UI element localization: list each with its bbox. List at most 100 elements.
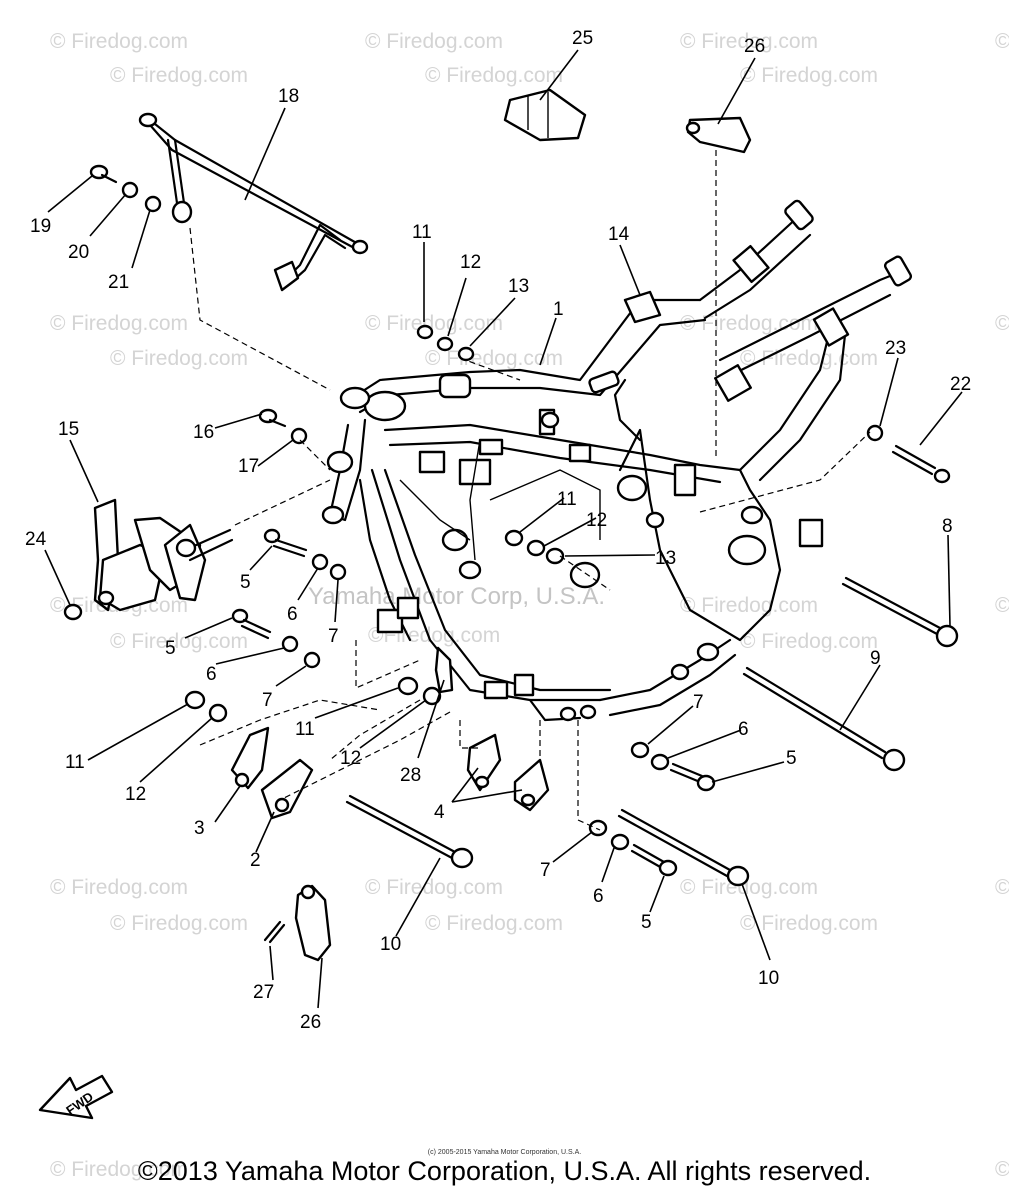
- callout-12: 12: [125, 784, 146, 805]
- callout-13: 13: [508, 276, 529, 297]
- callout-6: 6: [287, 604, 298, 625]
- frame-part-1: [321, 199, 913, 722]
- fwd-arrow-icon: FWD: [38, 1074, 114, 1120]
- watermark: © Firedog.com: [995, 30, 1009, 53]
- watermark: © Firedog.com: [680, 30, 818, 53]
- watermark: © Firedog.com: [425, 912, 563, 935]
- part-4-brackets: [466, 733, 550, 812]
- callout-1: 1: [553, 299, 564, 320]
- watermark: © Firedog.com: [740, 912, 878, 935]
- callout-7: 7: [262, 690, 273, 711]
- callout-10: 10: [380, 934, 401, 955]
- part-14-clamp: [623, 290, 662, 324]
- part-18-bracket: [138, 112, 369, 292]
- callout-5: 5: [641, 912, 652, 933]
- washers-top: [416, 324, 565, 565]
- fasteners-left: [231, 528, 347, 669]
- part-8-9-bolts: [742, 576, 959, 772]
- callout-9: 9: [870, 648, 881, 669]
- part-22-23: [866, 424, 951, 484]
- watermark: © Firedog.com: [365, 876, 503, 899]
- callout-labels: 25 26 18 19 20 21 11 12 13 14 1 23 22 15…: [25, 28, 971, 1033]
- part-10-bolts: [345, 794, 750, 887]
- watermark-layer: © Firedog.com © Firedog.com © Firedog.co…: [50, 30, 1009, 1181]
- callout-10: 10: [758, 968, 779, 989]
- watermark: © Firedog.com: [680, 594, 818, 617]
- watermark: © Firedog.com: [110, 347, 248, 370]
- part-25-emblem: [503, 88, 587, 142]
- callout-17: 17: [238, 456, 259, 477]
- part-26-cover: [685, 116, 752, 154]
- copyright-text: ©2013 Yamaha Motor Corporation, U.S.A. A…: [137, 1156, 872, 1186]
- callout-26: 26: [300, 1012, 321, 1033]
- callout-21: 21: [108, 272, 129, 293]
- watermark: © Firedog.com: [110, 630, 248, 653]
- callout-8: 8: [942, 516, 953, 537]
- watermark: © Firedog.com: [680, 312, 818, 335]
- callout-11: 11: [295, 719, 315, 740]
- callout-25: 25: [572, 28, 593, 49]
- part-2-bracket: [260, 758, 314, 820]
- watermark: © Firedog.com: [680, 876, 818, 899]
- callout-7: 7: [540, 860, 551, 881]
- part-27-screw: [263, 920, 286, 944]
- callout-5: 5: [786, 748, 797, 769]
- watermark: © Firedog.com: [740, 347, 878, 370]
- watermark: © Firedog.com: [995, 594, 1009, 617]
- callout-3: 3: [194, 818, 205, 839]
- fasteners-right: [588, 741, 716, 877]
- part-3-bracket: [230, 726, 270, 790]
- watermark: © Firedog.com: [50, 312, 188, 335]
- part-19-20-21: [89, 164, 162, 213]
- part-28-bracket: [434, 646, 454, 694]
- callout-11: 11: [557, 489, 577, 510]
- part-24-plug: [63, 603, 83, 621]
- callout-24: 24: [25, 529, 47, 550]
- callout-6: 6: [738, 719, 749, 740]
- callout-2: 2: [250, 850, 261, 871]
- callout-23: 23: [885, 338, 906, 359]
- callout-5: 5: [165, 638, 176, 659]
- watermark: © Firedog.com: [110, 912, 248, 935]
- callout-12: 12: [586, 510, 607, 531]
- callout-14: 14: [608, 224, 630, 245]
- watermark: © Firedog.com: [740, 64, 878, 87]
- callout-6: 6: [593, 886, 604, 907]
- callout-15: 15: [58, 419, 79, 440]
- callout-12: 12: [460, 252, 481, 273]
- watermark: © Firedog.com: [995, 876, 1009, 899]
- watermark: © Firedog.com: [740, 630, 878, 653]
- watermark: © Firedog.com: [425, 64, 563, 87]
- part-15-assembly: [93, 498, 234, 612]
- watermark: © Firedog.com: [365, 312, 503, 335]
- watermark-center: Yamaha Motor Corp, U.S.A.: [308, 583, 605, 610]
- callout-27: 27: [253, 982, 274, 1003]
- part-26-lower-cover: [294, 884, 332, 962]
- callout-11: 11: [412, 222, 432, 243]
- reference-lines: [189, 150, 871, 831]
- callout-18: 18: [278, 86, 299, 107]
- watermark: © Firedog.com: [995, 1158, 1009, 1181]
- watermark: © Firedog.com: [50, 876, 188, 899]
- leader-lines: [44, 49, 963, 1009]
- callout-12: 12: [340, 748, 361, 769]
- callout-6: 6: [206, 664, 217, 685]
- callout-13: 13: [655, 548, 676, 569]
- watermark: © Firedog.com: [995, 312, 1009, 335]
- callout-5: 5: [240, 572, 251, 593]
- watermark: © Firedog.com: [365, 30, 503, 53]
- callout-11: 11: [65, 752, 85, 773]
- small-copyright-text: (c) 2005-2015 Yamaha Motor Corporation, …: [427, 1149, 582, 1156]
- callout-20: 20: [68, 242, 89, 263]
- watermark: © Firedog.com: [50, 30, 188, 53]
- part-16-17: [258, 408, 308, 445]
- callout-7: 7: [328, 626, 339, 647]
- callout-28: 28: [400, 765, 421, 786]
- callout-4: 4: [434, 802, 445, 823]
- callout-16: 16: [193, 422, 214, 443]
- washers-lower: [184, 676, 442, 723]
- watermark: © Firedog.com: [50, 1158, 188, 1181]
- callout-19: 19: [30, 216, 51, 237]
- watermark: © Firedog.com: [110, 64, 248, 87]
